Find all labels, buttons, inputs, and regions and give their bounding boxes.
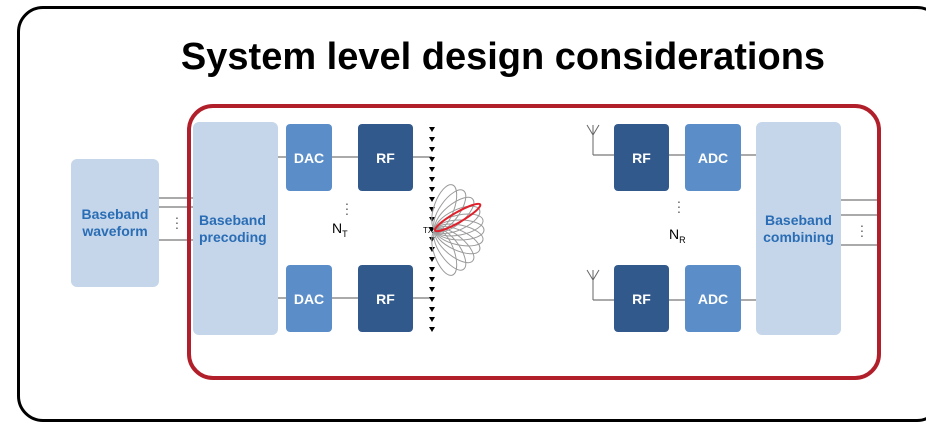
- antenna-element-icon: [429, 147, 435, 152]
- baseband-combining-block: Baseband combining: [756, 122, 841, 335]
- nt-label: NT: [332, 220, 348, 239]
- dac-block-top: DAC: [286, 124, 332, 191]
- antenna-element-icon: [429, 257, 435, 262]
- antenna-element-icon: [429, 277, 435, 282]
- rf-block-tx-top: RF: [358, 124, 413, 191]
- antenna-element-icon: [429, 287, 435, 292]
- antenna-element-icon: [429, 167, 435, 172]
- baseband-precoding-line2: precoding: [199, 228, 267, 245]
- adc-block-bottom: ADC: [685, 265, 741, 332]
- nt-main: N: [332, 220, 343, 236]
- antenna-element-icon: [429, 267, 435, 272]
- antenna-element-icon: [429, 157, 435, 162]
- rf-block-tx-bottom: RF: [358, 265, 413, 332]
- adc-block-top: ADC: [685, 124, 741, 191]
- baseband-precoding-line1: Baseband: [199, 211, 266, 228]
- antenna-element-icon: [429, 137, 435, 142]
- tx-label: TX: [423, 226, 434, 235]
- antenna-element-icon: [429, 247, 435, 252]
- rf-block-rx-bottom: RF: [614, 265, 669, 332]
- baseband-combining-line2: combining: [763, 228, 834, 245]
- vertical-ellipsis-tx: ...: [345, 192, 349, 218]
- ellipsis-combining-links: ...: [860, 214, 864, 240]
- slide-title: System level design considerations: [180, 36, 826, 78]
- baseband-precoding-block: Baseband precoding: [193, 122, 278, 335]
- baseband-waveform-block: Baseband waveform: [71, 159, 159, 287]
- rf-block-rx-top: RF: [614, 124, 669, 191]
- vertical-ellipsis-rx: ...: [677, 190, 681, 216]
- baseband-waveform-line2: waveform: [82, 223, 148, 239]
- nt-sub: T: [342, 228, 348, 239]
- nr-label: NR: [669, 226, 686, 245]
- antenna-element-icon: [429, 307, 435, 312]
- nr-sub: R: [679, 234, 686, 245]
- baseband-combining-line1: Baseband: [765, 211, 832, 228]
- antenna-element-icon: [429, 317, 435, 322]
- antenna-element-icon: [429, 177, 435, 182]
- main-beam: [433, 202, 482, 233]
- antenna-element-icon: [429, 197, 435, 202]
- antenna-element-icon: [429, 127, 435, 132]
- baseband-waveform-line1: Baseband: [81, 206, 149, 222]
- nr-main: N: [669, 226, 680, 242]
- antenna-element-icon: [429, 327, 435, 332]
- antenna-element-icon: [429, 297, 435, 302]
- antenna-element-icon: [429, 187, 435, 192]
- dac-block-bottom: DAC: [286, 265, 332, 332]
- ellipsis-waveform-links: ...: [175, 206, 179, 232]
- highlight-frame: [187, 104, 881, 380]
